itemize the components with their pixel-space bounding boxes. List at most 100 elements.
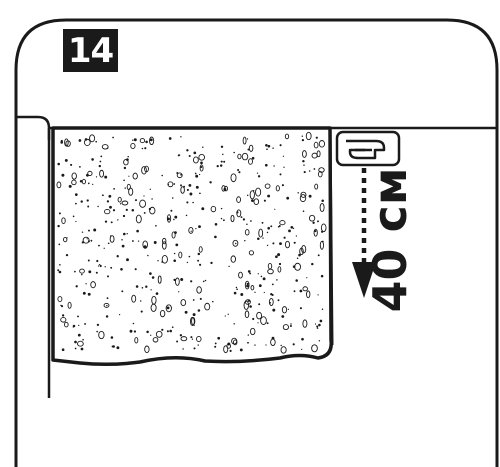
texture-speck [289, 324, 292, 328]
texture-speck [257, 273, 259, 275]
texture-speck [192, 201, 194, 204]
texture-speck [313, 228, 318, 237]
texture-speck [136, 229, 139, 233]
texture-speck [123, 179, 125, 182]
texture-speck [258, 228, 264, 238]
texture-speck [192, 299, 195, 301]
texture-speck [220, 145, 224, 149]
texture-speck [314, 323, 317, 325]
texture-speck [198, 246, 203, 253]
texture-speck [317, 254, 320, 257]
texture-speck [321, 308, 324, 310]
texture-speck [301, 150, 307, 158]
texture-speck [223, 160, 226, 163]
texture-speck [244, 229, 250, 236]
texture-speck [173, 218, 175, 221]
texture-speck [60, 304, 62, 307]
texture-speck [58, 212, 61, 215]
texture-speck [280, 346, 287, 354]
texture-speck [161, 328, 164, 331]
texture-speck [198, 153, 206, 161]
texture-speck [300, 191, 307, 198]
texture-speck [220, 160, 223, 163]
texture-speck [180, 278, 184, 281]
texture-speck [275, 255, 278, 259]
texture-speck [81, 273, 83, 276]
texture-speck [319, 202, 325, 212]
texture-speck [288, 229, 291, 233]
texture-speck [230, 173, 237, 183]
texture-speck [223, 219, 225, 222]
texture-speck [267, 263, 273, 270]
texture-speck [57, 296, 63, 303]
texture-speck [233, 291, 237, 295]
texture-speck [272, 242, 275, 245]
texture-speck [143, 195, 145, 197]
texture-speck [214, 223, 218, 226]
texture-speck [212, 300, 214, 303]
texture-speck [96, 323, 100, 327]
texture-speck [198, 173, 201, 176]
texture-speck [260, 275, 263, 278]
texture-speck [118, 313, 121, 316]
texture-speck [108, 195, 111, 198]
texture-speck [175, 243, 179, 247]
texture-speck [121, 290, 124, 293]
texture-speck [267, 226, 270, 230]
panel-frame [14, 18, 499, 467]
texture-speck [74, 347, 77, 350]
texture-speck [71, 179, 77, 186]
texture-speck [87, 205, 90, 208]
texture-speck [59, 264, 61, 266]
texture-speck [61, 348, 65, 352]
texture-speck [86, 199, 89, 202]
texture-speck [75, 202, 77, 205]
texture-speck [199, 263, 202, 266]
texture-speck [166, 306, 170, 310]
texture-speck [162, 237, 167, 245]
texture-speck [230, 214, 235, 223]
texture-speck [197, 252, 201, 256]
texture-speck [201, 207, 205, 211]
texture-speck [84, 322, 87, 325]
texture-speck [248, 158, 253, 165]
texture-speck [165, 304, 172, 313]
texture-speck [210, 206, 217, 213]
texture-speck [287, 308, 290, 311]
texture-speck [314, 183, 319, 190]
texture-speck [195, 227, 197, 230]
texture-speck [78, 139, 82, 142]
texture-speck [88, 270, 92, 274]
texture-speck [248, 250, 254, 256]
texture-speck [303, 171, 306, 174]
texture-speck [129, 329, 133, 333]
texture-speck [302, 159, 305, 163]
texture-speck [116, 255, 119, 258]
texture-speck [227, 342, 231, 346]
texture-speck [95, 271, 98, 274]
texture-speck [143, 245, 147, 249]
texture-speck [113, 188, 115, 190]
texture-speck [57, 162, 60, 166]
texture-speck [292, 343, 295, 346]
texture-speck [58, 243, 61, 246]
texture-speck [284, 240, 291, 249]
texture-speck [149, 272, 152, 275]
texture-speck [306, 290, 311, 299]
texture-speck [314, 230, 317, 233]
texture-speck [167, 217, 170, 221]
texture-speck [301, 244, 307, 254]
texture-speck [72, 326, 74, 328]
texture-speck [237, 168, 240, 172]
texture-speck [266, 231, 269, 234]
texture-speck [128, 175, 130, 177]
texture-speck [249, 272, 252, 275]
texture-speck [283, 236, 286, 239]
texture-speck [246, 194, 249, 197]
texture-speck [82, 236, 90, 244]
texture-speck [98, 330, 105, 340]
texture-speck [271, 293, 274, 297]
texture-speck [122, 214, 126, 218]
texture-speck [68, 184, 72, 188]
texture-speck [63, 236, 68, 243]
